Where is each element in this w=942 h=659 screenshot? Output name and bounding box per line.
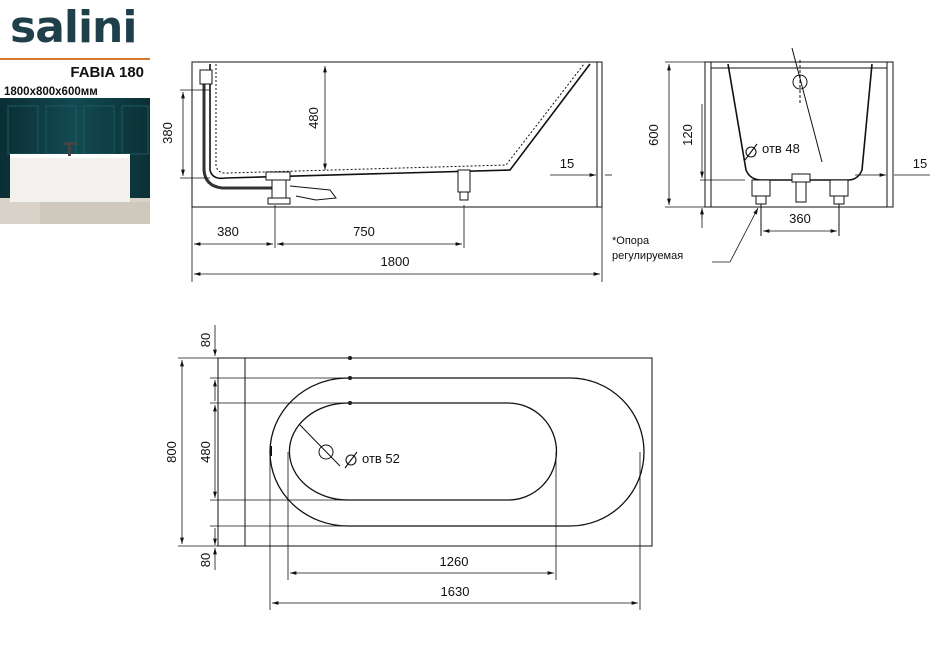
top-view bbox=[217, 356, 653, 547]
end-dim-360: 360 bbox=[789, 211, 811, 226]
support-note-line1: *Опора bbox=[612, 235, 650, 247]
side-dim-380-vertical: 380 bbox=[160, 122, 175, 144]
end-view bbox=[704, 47, 894, 236]
model-name: FABIA 180 bbox=[70, 64, 144, 81]
model-dimensions: 1800x800x600мм bbox=[4, 86, 98, 98]
top-bath-bowl bbox=[288, 402, 558, 501]
side-dim-15: 15 bbox=[560, 156, 574, 171]
side-dim-380: 380 bbox=[217, 224, 239, 239]
side-view bbox=[191, 61, 603, 248]
top-outer-outline bbox=[217, 357, 653, 547]
end-dimensions bbox=[665, 61, 930, 263]
top-drain-hole bbox=[318, 444, 334, 460]
support-note-line2: регулируемая bbox=[612, 250, 683, 262]
top-dim-1260: 1260 bbox=[440, 554, 469, 569]
brand-logo: salini bbox=[10, 2, 137, 53]
side-panel-outline bbox=[191, 61, 603, 208]
diameter-icon bbox=[744, 143, 758, 161]
side-bath-profile bbox=[209, 63, 591, 180]
side-dim-480: 480 bbox=[306, 107, 321, 129]
top-dimensions bbox=[178, 325, 641, 610]
side-dimensions bbox=[180, 66, 612, 282]
top-dim-480: 480 bbox=[198, 441, 213, 463]
top-dim-80-bottom: 80 bbox=[198, 553, 213, 567]
brand-divider bbox=[0, 58, 150, 60]
top-hole-label: отв 52 bbox=[362, 451, 400, 466]
end-panel-outline bbox=[704, 61, 894, 208]
end-hole-label: отв 48 bbox=[762, 141, 800, 156]
side-dim-1800: 1800 bbox=[381, 254, 410, 269]
top-dim-1630: 1630 bbox=[441, 584, 470, 599]
product-photo bbox=[0, 98, 150, 224]
top-dim-80-top: 80 bbox=[198, 333, 213, 347]
end-dim-15: 15 bbox=[913, 156, 927, 171]
top-bath-rim bbox=[269, 377, 645, 527]
end-dim-600: 600 bbox=[646, 124, 661, 146]
side-dim-750: 750 bbox=[353, 224, 375, 239]
end-dim-120: 120 bbox=[680, 124, 695, 146]
top-dim-800: 800 bbox=[164, 441, 179, 463]
diameter-icon bbox=[344, 451, 358, 469]
